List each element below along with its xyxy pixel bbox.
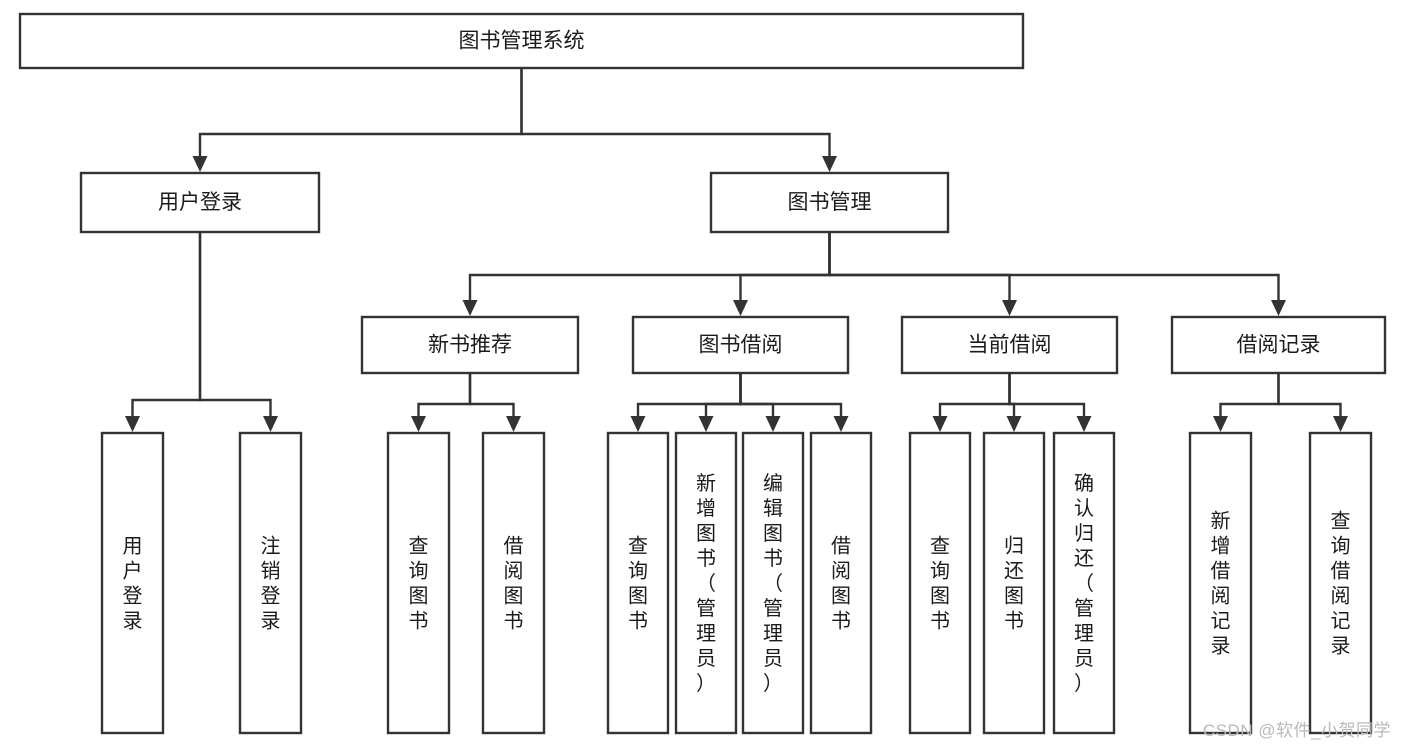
arrow-head-icon [1333, 416, 1348, 432]
node-label-leaf-cur-query: 查询图书 [930, 535, 950, 633]
arrow-head-icon [1076, 416, 1092, 432]
node-box-leaf-rec-search[interactable] [1308, 431, 1373, 735]
connector-book-manage-to-book-borrow [733, 232, 831, 316]
node-label-root: 图书管理系统 [459, 30, 585, 53]
node-leaf-cur-query[interactable]: 查询图书 [908, 431, 972, 735]
node-box-leaf-user-logout[interactable] [238, 431, 303, 735]
node-label-leaf-rec-query: 查询图书 [409, 535, 429, 633]
arrow-head-icon [822, 156, 837, 172]
node-leaf-borrow-edit[interactable]: 编辑图书（管理员） [741, 431, 805, 735]
node-leaf-borrow-query[interactable]: 查询图书 [606, 431, 670, 735]
node-new-book-rec[interactable]: 新书推荐 [360, 315, 580, 375]
arrow-head-icon [833, 416, 849, 432]
arrow-head-icon [263, 416, 278, 432]
connector-new-book-rec-to-leaf-rec-query [411, 373, 472, 432]
node-box-leaf-rec-query[interactable] [386, 431, 451, 735]
connector-book-borrow-to-leaf-borrow-do [739, 373, 849, 432]
node-leaf-cur-confirm[interactable]: 确认归还（管理员） [1052, 431, 1116, 735]
node-box-book-borrow[interactable] [631, 315, 850, 375]
node-label-leaf-cur-confirm: 确认归还（管理员） [1074, 472, 1094, 695]
connector-current-borrow-to-leaf-cur-query [932, 373, 1011, 432]
arrow-head-icon [1002, 300, 1017, 316]
node-leaf-rec-query[interactable]: 查询图书 [386, 431, 451, 735]
node-box-leaf-cur-confirm[interactable] [1052, 431, 1116, 735]
node-box-user-login[interactable] [79, 171, 321, 234]
node-box-leaf-cur-return[interactable] [982, 431, 1046, 735]
node-box-leaf-borrow-add[interactable] [674, 431, 738, 735]
arrow-head-icon [630, 416, 646, 432]
connector-new-book-rec-to-leaf-rec-borrow [468, 373, 521, 432]
node-box-leaf-rec-add[interactable] [1188, 431, 1253, 735]
arrow-head-icon [462, 300, 478, 316]
connector-borrow-record-to-leaf-rec-search [1277, 373, 1348, 432]
node-box-leaf-borrow-edit[interactable] [741, 431, 805, 735]
node-label-current-borrow: 当前借阅 [968, 334, 1052, 357]
connector-user-login-to-leaf-user-logout [198, 232, 278, 432]
node-label-leaf-borrow-add: 新增图书（管理员） [696, 472, 716, 695]
node-box-leaf-borrow-query[interactable] [606, 431, 670, 735]
node-box-borrow-record[interactable] [1170, 315, 1387, 375]
connector-current-borrow-to-leaf-cur-confirm [1008, 373, 1092, 432]
node-leaf-rec-borrow[interactable]: 借阅图书 [481, 431, 546, 735]
node-book-borrow[interactable]: 图书借阅 [631, 315, 850, 375]
node-box-root[interactable] [18, 12, 1025, 70]
node-book-manage[interactable]: 图书管理 [709, 171, 950, 234]
connector-book-borrow-to-leaf-borrow-add [698, 373, 742, 432]
node-leaf-rec-search[interactable]: 查询借阅记录 [1308, 431, 1373, 735]
node-borrow-record[interactable]: 借阅记录 [1170, 315, 1387, 375]
node-box-leaf-borrow-do[interactable] [809, 431, 873, 735]
node-label-leaf-borrow-edit: 编辑图书（管理员） [763, 472, 783, 695]
node-label-leaf-rec-borrow: 借阅图书 [504, 535, 524, 633]
node-leaf-rec-add[interactable]: 新增借阅记录 [1188, 431, 1253, 735]
node-user-login[interactable]: 用户登录 [79, 171, 321, 234]
node-box-current-borrow[interactable] [900, 315, 1119, 375]
node-label-leaf-borrow-query: 查询图书 [628, 535, 648, 633]
arrow-head-icon [192, 156, 208, 172]
node-label-book-borrow: 图书借阅 [699, 334, 783, 357]
connector-user-login-to-leaf-user-login [125, 232, 202, 432]
arrow-head-icon [765, 416, 781, 432]
arrow-head-icon [733, 300, 748, 316]
arrow-head-icon [1213, 416, 1228, 432]
connector-book-manage-to-borrow-record [828, 232, 1286, 316]
node-layer: 图书管理系统用户登录图书管理新书推荐图书借阅当前借阅借阅记录用户登录注销登录查询… [18, 12, 1387, 735]
node-leaf-user-login[interactable]: 用户登录 [100, 431, 165, 735]
connector-book-borrow-to-leaf-borrow-query [630, 373, 742, 432]
connector-book-borrow-to-leaf-borrow-edit [739, 373, 781, 432]
connector-root-to-book-manage [520, 68, 837, 172]
node-label-borrow-record: 借阅记录 [1237, 334, 1321, 357]
node-box-leaf-rec-borrow[interactable] [481, 431, 546, 735]
node-leaf-cur-return[interactable]: 归还图书 [982, 431, 1046, 735]
node-label-leaf-rec-search: 查询借阅记录 [1331, 510, 1351, 658]
node-label-user-login: 用户登录 [158, 191, 242, 214]
node-label-book-manage: 图书管理 [788, 191, 872, 214]
arrow-head-icon [1006, 416, 1022, 432]
arrow-head-icon [1271, 300, 1286, 316]
node-label-leaf-user-logout: 注销登录 [261, 535, 281, 633]
arrow-head-icon [506, 416, 521, 432]
arrow-head-icon [125, 416, 140, 432]
node-box-book-manage[interactable] [709, 171, 950, 234]
node-box-leaf-cur-query[interactable] [908, 431, 972, 735]
node-label-leaf-rec-add: 新增借阅记录 [1211, 510, 1231, 658]
node-root[interactable]: 图书管理系统 [18, 12, 1025, 70]
connector-root-to-user-login [192, 68, 523, 172]
connector-borrow-record-to-leaf-rec-add [1213, 373, 1280, 432]
arrow-head-icon [932, 416, 948, 432]
node-leaf-borrow-add[interactable]: 新增图书（管理员） [674, 431, 738, 735]
connector-layer [125, 68, 1348, 432]
csdn-watermark: CSDN @软件_小贺同学 [1202, 721, 1391, 740]
arrow-head-icon [411, 416, 426, 432]
node-label-leaf-borrow-do: 借阅图书 [831, 535, 851, 633]
node-box-leaf-user-login[interactable] [100, 431, 165, 735]
node-current-borrow[interactable]: 当前借阅 [900, 315, 1119, 375]
node-label-new-book-rec: 新书推荐 [428, 334, 512, 357]
node-leaf-user-logout[interactable]: 注销登录 [238, 431, 303, 735]
arrow-head-icon [698, 416, 714, 432]
node-box-new-book-rec[interactable] [360, 315, 580, 375]
node-leaf-borrow-do[interactable]: 借阅图书 [809, 431, 873, 735]
node-label-leaf-cur-return: 归还图书 [1004, 535, 1024, 633]
node-label-leaf-user-login: 用户登录 [123, 536, 143, 633]
